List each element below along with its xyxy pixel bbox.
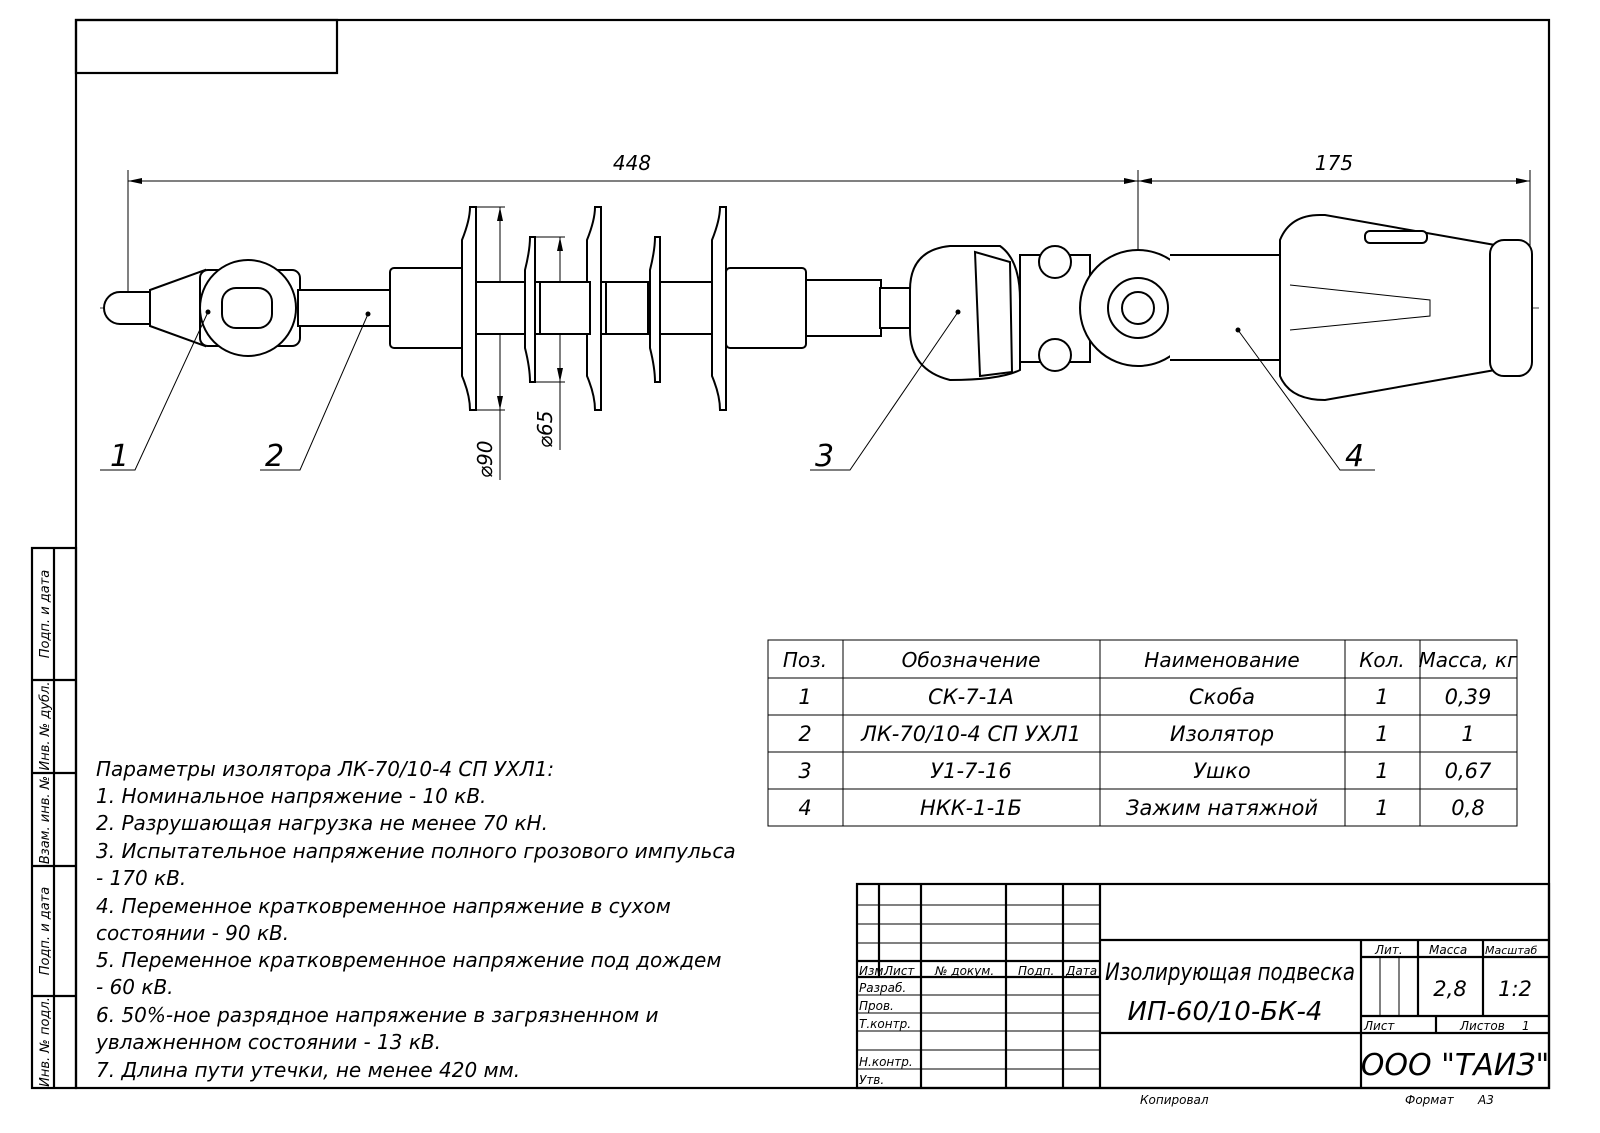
callout-leaders: 1 2 3 4 <box>100 309 1375 474</box>
dimension-175: 175 <box>1138 151 1531 250</box>
col-header: Изм. <box>859 964 887 978</box>
drawing-title: Изолирующая подвеска <box>1105 958 1355 986</box>
svg-text:ЛК-70/10-4 СП УХЛ1: ЛК-70/10-4 СП УХЛ1 <box>860 722 1081 746</box>
svg-text:Изолятор: Изолятор <box>1170 722 1274 746</box>
side-label: Подп. и дата <box>38 570 53 659</box>
svg-text:3: 3 <box>798 759 811 783</box>
part-eye <box>909 245 1197 382</box>
svg-text:СК-7-1А: СК-7-1А <box>928 685 1014 709</box>
sheet-label: Лист <box>1363 1019 1395 1033</box>
scale-label: Масштаб <box>1485 944 1537 957</box>
svg-text:1: 1 <box>1375 722 1388 746</box>
col-header: Лист <box>883 964 915 978</box>
lit-label: Лит. <box>1374 943 1403 957</box>
format-label: Формат <box>1405 1093 1455 1107</box>
table-header: Кол. <box>1359 648 1405 672</box>
callout-3: 3 <box>815 439 834 474</box>
svg-text:1: 1 <box>1375 796 1388 820</box>
role-label: Н.контр. <box>859 1055 913 1069</box>
svg-text:НКК-1-1Б: НКК-1-1Б <box>920 796 1022 820</box>
table-row: 1 СК-7-1А Скоба 1 0,39 <box>798 685 1491 709</box>
svg-text:У1-7-16: У1-7-16 <box>930 759 1011 783</box>
sheets-label: Листов <box>1459 1019 1505 1033</box>
role-label: Разраб. <box>859 981 906 995</box>
svg-text:Скоба: Скоба <box>1189 685 1255 709</box>
part-insulator <box>297 206 911 411</box>
side-label: Инв. № дубл. <box>38 682 53 771</box>
part-tension-clamp <box>1170 214 1533 402</box>
technical-notes: Параметры изолятора ЛК-70/10-4 СП УХЛ1: … <box>95 757 736 1082</box>
parts-table: Поз. Обозначение Наименование Кол. Масса… <box>767 639 1518 827</box>
dimension-dia90: ⌀90 <box>470 206 505 480</box>
table-header: Обозначение <box>902 648 1041 672</box>
col-header: Подп. <box>1018 964 1054 978</box>
company-name: ООО "ТАИЗ" <box>1361 1048 1550 1083</box>
table-row: 2 ЛК-70/10-4 СП УХЛ1 Изолятор 1 1 <box>798 722 1474 746</box>
svg-text:Ушко: Ушко <box>1193 759 1251 783</box>
svg-text:Зажим натяжной: Зажим натяжной <box>1126 796 1318 820</box>
role-label: Пров. <box>859 999 894 1013</box>
note-line: 6. 50%-ное разрядное напряжение в загряз… <box>96 1003 659 1027</box>
drawing-frame <box>74 18 1551 1090</box>
note-line: 4. Переменное кратковременное напряжение… <box>96 894 671 918</box>
callout-1: 1 <box>110 439 129 474</box>
side-strip: Подп. и дата Инв. № дубл. Взам. инв. № П… <box>30 546 78 1090</box>
note-line: 3. Испытательное напряжение полного гроз… <box>96 839 736 863</box>
role-label: Т.контр. <box>859 1017 911 1031</box>
svg-text:2: 2 <box>798 722 811 746</box>
dimension-label: ⌀90 <box>473 441 497 479</box>
svg-text:4: 4 <box>798 796 811 820</box>
note-line: 1. Номинальное напряжение - 10 кВ. <box>96 784 486 808</box>
svg-text:1: 1 <box>1375 685 1388 709</box>
scale-value: 1:2 <box>1498 977 1532 1001</box>
callout-4: 4 <box>1345 439 1364 474</box>
side-label: Инв. № подл. <box>38 997 53 1087</box>
copied-label: Копировал <box>1140 1093 1209 1107</box>
note-line: увлажненном состоянии - 13 кВ. <box>95 1030 441 1054</box>
note-line: состоянии - 90 кВ. <box>96 921 289 945</box>
side-label: Подп. и дата <box>38 887 53 976</box>
table-header: Наименование <box>1144 648 1299 672</box>
dimension-448: 448 <box>127 151 1139 300</box>
table-header: Масса, кг <box>1418 648 1518 672</box>
table-row: 4 НКК-1-1Б Зажим натяжной 1 0,8 <box>798 796 1484 820</box>
dimension-label: 175 <box>1315 151 1353 175</box>
col-header: Дата <box>1065 964 1097 978</box>
table-row: 3 У1-7-16 Ушко 1 0,67 <box>798 759 1492 783</box>
svg-text:1: 1 <box>1461 722 1474 746</box>
svg-text:1: 1 <box>1375 759 1388 783</box>
side-label: Взам. инв. № <box>38 776 53 864</box>
part-shackle <box>103 259 301 357</box>
top-left-box <box>74 18 339 75</box>
drawing-code: ИП-60/10-БК-4 <box>1128 997 1323 1027</box>
svg-text:0,67: 0,67 <box>1445 759 1492 783</box>
title-block: Изм. Лист № докум. Подп. Дата Разраб. Пр… <box>855 882 1551 1107</box>
svg-text:1: 1 <box>798 685 811 709</box>
mass-value: 2,8 <box>1433 977 1466 1001</box>
svg-text:0,39: 0,39 <box>1445 685 1492 709</box>
note-line: Параметры изолятора ЛК-70/10-4 СП УХЛ1: <box>96 757 554 781</box>
note-line: 5. Переменное кратковременное напряжение… <box>96 948 721 972</box>
role-label: Утв. <box>859 1073 884 1087</box>
note-line: 2. Разрушающая нагрузка не менее 70 кН. <box>96 811 548 835</box>
callout-2: 2 <box>265 439 284 474</box>
mass-label: Масса <box>1429 943 1467 957</box>
note-line: 7. Длина пути утечки, не менее 420 мм. <box>96 1058 520 1082</box>
dimension-label: ⌀65 <box>533 411 557 449</box>
note-line: - 60 кВ. <box>96 975 174 999</box>
sheets-value: 1 <box>1522 1019 1530 1033</box>
col-header: № докум. <box>934 964 994 978</box>
svg-text:0,8: 0,8 <box>1451 796 1484 820</box>
note-line: - 170 кВ. <box>96 866 186 890</box>
table-header: Поз. <box>783 648 827 672</box>
format-value: А3 <box>1477 1093 1494 1107</box>
dimension-label: 448 <box>613 151 651 175</box>
